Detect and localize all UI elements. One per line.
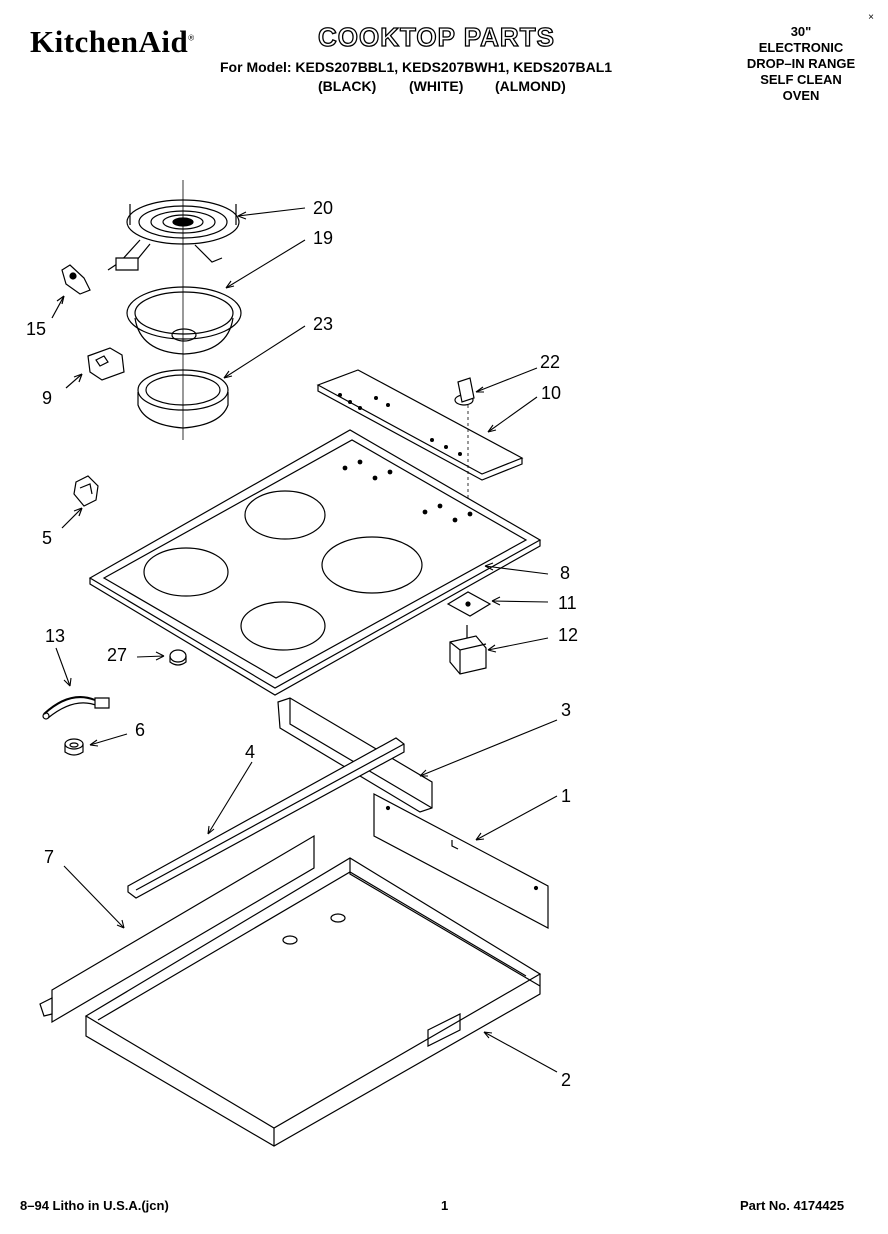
litho-note: 8–94 Litho in U.S.A.(jcn) [20,1198,169,1213]
model-numbers: For Model: KEDS207BBL1, KEDS207BWH1, KED… [220,59,613,75]
callout-8: 8 [560,563,571,583]
part-number: Part No. 4174425 [740,1198,845,1213]
part-11-switch-plate [448,592,490,616]
trademark-mark: ® [188,33,195,43]
part-19-drip-bowl [127,287,241,354]
part-1-side-panel [374,794,548,928]
appliance-type-1: ELECTRONIC [758,40,844,55]
part-6-grommet [65,739,83,755]
callout-3: 3 [561,700,572,720]
callout-15: 15 [26,319,47,339]
part-9-receptacle [66,348,124,388]
part-23-trim-ring [138,370,228,428]
variant-almond: (ALMOND) [495,78,566,94]
page-title: COOKTOP PARTS [317,21,555,52]
appliance-type-3: SELF CLEAN [760,72,842,87]
callout-1: 1 [561,786,572,806]
callout-12: 12 [558,625,579,645]
callout-20: 20 [313,198,334,218]
part-12-infinite-switch [450,625,486,674]
part-8-cooktop-panel [90,430,540,695]
part-15-terminal-block [52,265,90,318]
variant-black: (BLACK) [318,78,377,94]
callout-4: 4 [245,742,256,762]
registration-mark: × [868,12,874,23]
part-5-clip [62,476,98,528]
kitchenaid-logo: KitchenAid® [30,26,195,57]
callout-11: 11 [558,593,577,613]
part-27-bumper [170,650,186,665]
part-2-burner-box [86,858,540,1146]
part-13-wire-harness [43,697,109,719]
callout-10: 10 [541,383,562,403]
callout-2: 2 [561,1070,572,1090]
brand-name: KitchenAid [30,24,189,59]
callout-7: 7 [44,847,55,867]
part-4-front-strip [128,738,404,898]
part-20-surface-element [108,200,239,270]
callout-19: 19 [313,228,334,248]
callout-5: 5 [42,528,53,548]
appliance-size: 30" [790,24,812,39]
callout-27: 27 [107,645,128,665]
part-7-front-panel [40,836,314,1022]
callout-22: 22 [540,352,561,372]
callout-6: 6 [135,720,146,740]
page-number: 1 [441,1198,449,1213]
callout-13: 13 [45,626,66,646]
variant-white: (WHITE) [409,78,464,94]
leader-lines [56,208,557,1072]
callout-23: 23 [313,314,334,334]
part-10-control-strip [318,370,522,480]
callout-9: 9 [42,388,53,408]
appliance-info: 30" ELECTRONIC DROP–IN RANGE SELF CLEAN … [726,24,876,104]
appliance-type-4: OVEN [782,88,820,103]
part-3-rear-bracket [278,698,432,812]
appliance-type-2: DROP–IN RANGE [746,56,856,71]
